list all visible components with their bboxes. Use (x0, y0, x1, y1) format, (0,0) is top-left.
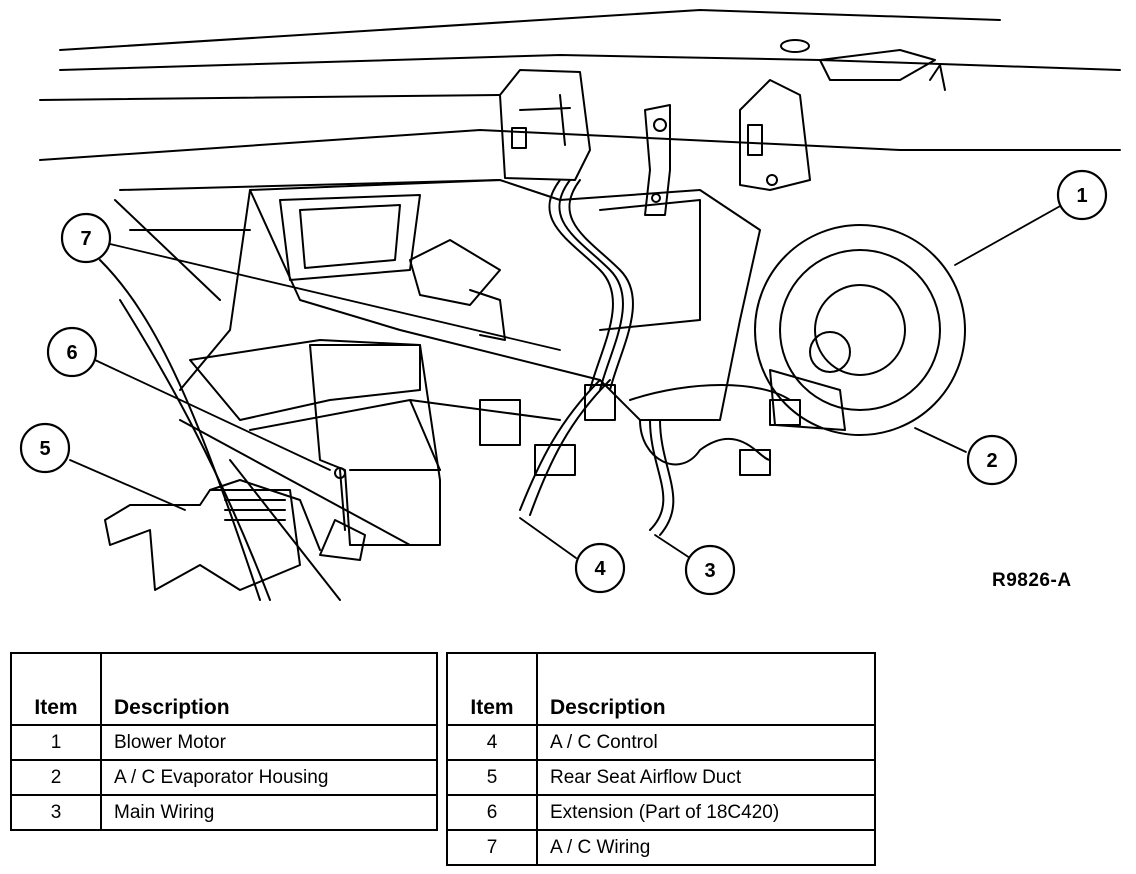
exploded-view-illustration: 1 2 3 4 5 6 7 (19, 9, 1121, 601)
item-number: 7 (446, 829, 538, 866)
item-description: A / C Evaporator Housing (100, 759, 438, 796)
table-row: 7 A / C Wiring (446, 829, 876, 866)
item-description: Main Wiring (100, 794, 438, 831)
extension-screw (319, 467, 366, 561)
table-row: 3 Main Wiring (10, 794, 438, 831)
callout-7: 7 (60, 212, 112, 264)
item-number: 4 (446, 724, 538, 761)
item-header: Item (446, 652, 538, 726)
table-row: 4 A / C Control (446, 724, 876, 761)
table-row: 6 Extension (Part of 18C420) (446, 794, 876, 831)
body-panel-lines (39, 9, 1121, 191)
svg-text:1: 1 (1076, 185, 1087, 207)
legend-header-row: Item Description (10, 652, 438, 726)
evaporator-housing (114, 179, 761, 421)
item-header: Item (10, 652, 102, 726)
description-header: Description (100, 652, 438, 726)
callout-6: 6 (46, 326, 98, 378)
legend-table-right: Item Description 4 A / C Control 5 Rear … (446, 652, 876, 866)
legend-table-left: Item Description 1 Blower Motor 2 A / C … (10, 652, 438, 831)
rear-seat-duct-drawing (104, 479, 321, 591)
item-number: 1 (10, 724, 102, 761)
table-row: 1 Blower Motor (10, 724, 438, 761)
item-number: 3 (10, 794, 102, 831)
svg-text:5: 5 (39, 438, 50, 460)
legend-header-row: Item Description (446, 652, 876, 726)
callout-5: 5 (19, 422, 71, 474)
svg-text:4: 4 (594, 558, 606, 580)
mounting-bracket-center (644, 104, 671, 216)
svg-text:7: 7 (80, 228, 91, 250)
description-header: Description (536, 652, 876, 726)
leader-lines (69, 204, 1063, 559)
item-number: 2 (10, 759, 102, 796)
item-description: Extension (Part of 18C420) (536, 794, 876, 831)
figure-id: R9826-A (992, 570, 1072, 591)
svg-text:3: 3 (704, 560, 715, 582)
callout-4: 4 (574, 542, 626, 594)
item-description: A / C Control (536, 724, 876, 761)
duct-extension-drawing (99, 259, 561, 601)
callout-1: 1 (1056, 169, 1108, 221)
table-row: 2 A / C Evaporator Housing (10, 759, 438, 796)
item-description: Blower Motor (100, 724, 438, 761)
svg-text:2: 2 (986, 450, 997, 472)
mounting-bracket-right (739, 79, 811, 191)
svg-text:6: 6 (66, 342, 77, 364)
callout-3: 3 (684, 544, 736, 596)
ac-control-drawing (409, 239, 506, 341)
item-number: 6 (446, 794, 538, 831)
blower-motor-drawing (754, 224, 966, 436)
table-row: 5 Rear Seat Airflow Duct (446, 759, 876, 796)
callout-2: 2 (966, 434, 1018, 486)
item-description: Rear Seat Airflow Duct (536, 759, 876, 796)
mounting-bracket-left (499, 69, 591, 181)
wiring-harness (519, 179, 801, 536)
item-description: A / C Wiring (536, 829, 876, 866)
item-number: 5 (446, 759, 538, 796)
